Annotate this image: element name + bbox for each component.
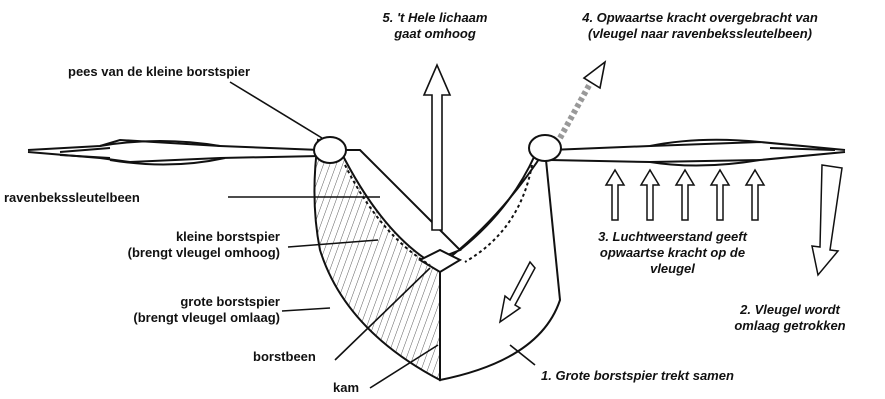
label-coracoid: ravenbekssleutelbeen xyxy=(4,190,140,206)
step-4-label: 4. Opwaartse kracht overgebracht van (vl… xyxy=(535,10,865,42)
step-4-line-2: (vleugel naar ravenbekssleutelbeen) xyxy=(535,26,865,42)
label-pectoralis-major-function: (brengt vleugel omlaag) xyxy=(133,310,280,326)
step-3-line-1: 3. Luchtweerstand geeft xyxy=(575,229,770,245)
step-3-label: 3. Luchtweerstand geeft opwaartse kracht… xyxy=(575,229,770,277)
step-5-line-2: gaat omhoog xyxy=(355,26,515,42)
label-pectoralis-minor-function: (brengt vleugel omhoog) xyxy=(128,245,280,261)
step-2-label: 2. Vleugel wordt omlaag getrokken xyxy=(715,302,865,334)
air-resistance-arrows xyxy=(606,170,764,220)
label-sternum: borstbeen xyxy=(253,349,316,365)
label-pectoralis-major-name: grote borstspier xyxy=(133,294,280,310)
label-pectoralis-minor-tendon: pees van de kleine borstspier xyxy=(68,64,250,80)
label-pectoralis-minor: kleine borstspier (brengt vleugel omhoog… xyxy=(128,229,280,261)
body-up-arrow xyxy=(424,65,450,230)
label-pectoralis-minor-name: kleine borstspier xyxy=(128,229,280,245)
label-pectoralis-major: grote borstspier (brengt vleugel omlaag) xyxy=(133,294,280,326)
step-4-line-1: 4. Opwaartse kracht overgebracht van xyxy=(535,10,865,26)
step-1-label: 1. Grote borstspier trekt samen xyxy=(541,368,734,384)
right-wing xyxy=(550,140,845,166)
step-3-line-2: opwaartse kracht op de xyxy=(575,245,770,261)
step-5-line-1: 5. 't Hele lichaam xyxy=(355,10,515,26)
step-2-line-2: omlaag getrokken xyxy=(715,318,865,334)
force-transfer-arrow xyxy=(560,62,605,138)
left-wing xyxy=(28,140,320,165)
wing-down-arrow xyxy=(812,165,842,275)
step-3-line-3: vleugel xyxy=(575,261,770,277)
label-keel: kam xyxy=(333,380,359,396)
step-5-label: 5. 't Hele lichaam gaat omhoog xyxy=(355,10,515,42)
step-2-line-1: 2. Vleugel wordt xyxy=(715,302,865,318)
